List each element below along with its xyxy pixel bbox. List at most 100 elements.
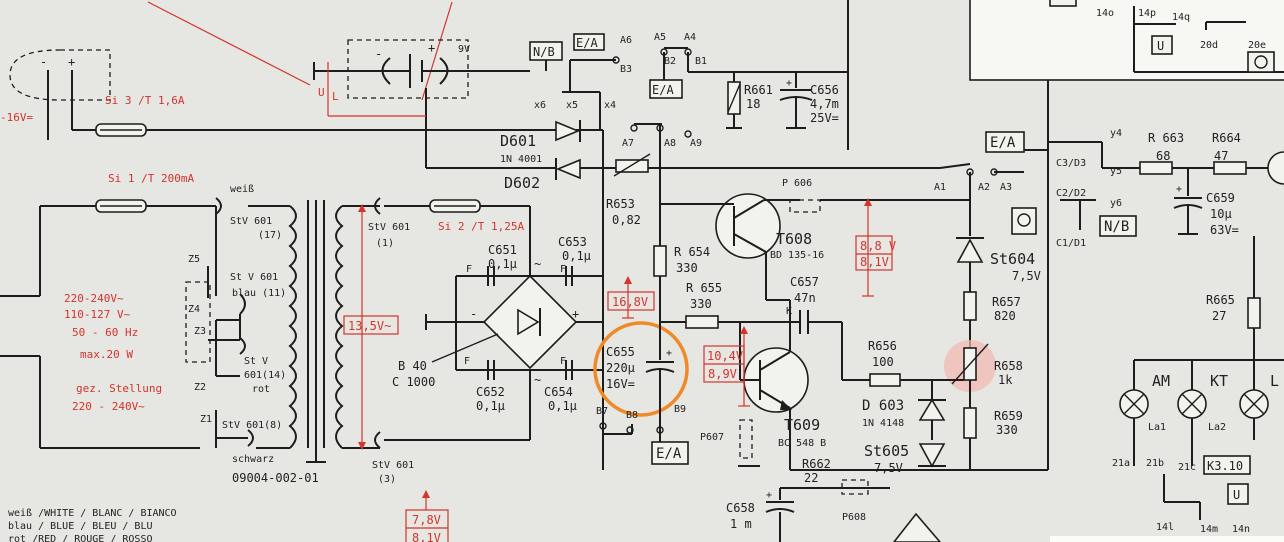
svg-text:B7: B7 <box>596 406 608 417</box>
svg-text:La2: La2 <box>1208 422 1226 433</box>
svg-text:schwarz: schwarz <box>232 454 274 465</box>
svg-text:P607: P607 <box>700 432 724 443</box>
bottom-annotations: 7,8V 8,1V <box>405 490 449 542</box>
svg-text:A4: A4 <box>684 32 696 43</box>
label-16-8v: 16,8V <box>612 295 648 309</box>
svg-text:A2: A2 <box>978 182 990 193</box>
svg-text:+: + <box>766 490 772 501</box>
label-transformer: 09004-002-01 <box>232 471 319 485</box>
svg-text:BC 548 B: BC 548 B <box>778 438 826 449</box>
svg-text:C1/D1: C1/D1 <box>1056 238 1086 249</box>
svg-text:0,1µ: 0,1µ <box>476 399 505 413</box>
label-10-4v: 10,4V <box>707 349 743 363</box>
lamp-section: R665 27 AM KT L La1 La2 21a 21b 21c <box>1112 236 1284 535</box>
svg-text:C653: C653 <box>558 235 587 249</box>
svg-text:68: 68 <box>1156 149 1170 163</box>
svg-text:C658: C658 <box>726 501 755 515</box>
svg-text:+: + <box>428 41 435 55</box>
svg-text:y4: y4 <box>1110 128 1122 139</box>
svg-text:B3: B3 <box>620 64 632 75</box>
svg-text:La1: La1 <box>1148 422 1166 433</box>
svg-text:x5: x5 <box>566 100 578 111</box>
svg-text:220µ: 220µ <box>606 361 635 375</box>
rectifier-section: StV 601 (1) Si 2 /T 1,25A StV 601 (3) - … <box>368 197 603 485</box>
svg-text:max.20 W: max.20 W <box>80 348 133 361</box>
svg-text:Z1: Z1 <box>200 414 212 425</box>
label-si3: Si 3 /T 1,6A <box>105 94 185 107</box>
svg-text:C659: C659 <box>1206 191 1235 205</box>
svg-text:330: 330 <box>676 261 698 275</box>
svg-text:x4: x4 <box>604 100 616 111</box>
highlight-circle <box>593 321 689 417</box>
svg-text:F: F <box>560 356 566 367</box>
capacitor-c655: + C655 220µ 16V= <box>593 321 689 430</box>
svg-text:A1: A1 <box>934 182 946 193</box>
svg-text:8,1V: 8,1V <box>412 531 441 542</box>
bridge-rectifier-b40: - + ~ ~ <box>470 257 579 387</box>
svg-text:F: F <box>464 356 470 367</box>
svg-text:+: + <box>786 78 792 89</box>
label-d601: D601 <box>500 132 536 150</box>
label-b40: B 40 <box>398 359 427 373</box>
svg-text:47: 47 <box>1214 149 1228 163</box>
legend-red: rot /RED / ROUGE / ROSSO <box>8 534 153 542</box>
svg-text:y5: y5 <box>1110 166 1122 177</box>
svg-text:C654: C654 <box>544 385 573 399</box>
svg-text:y6: y6 <box>1110 198 1122 209</box>
svg-text:22: 22 <box>804 471 818 485</box>
label-t608: T608 <box>776 230 812 248</box>
top-right-module: 14o 14p 14q U 20d 20e <box>969 0 1284 81</box>
svg-text:C652: C652 <box>476 385 505 399</box>
svg-text:27: 27 <box>1212 309 1226 323</box>
label-st605: St605 <box>864 442 909 460</box>
svg-text:63V=: 63V= <box>1210 223 1239 237</box>
svg-text:R653: R653 <box>606 197 635 211</box>
fuse-si3 <box>72 123 603 137</box>
label-9v: 9V <box>458 44 470 55</box>
svg-text:+: + <box>1176 184 1182 195</box>
diodes-d601-d602: D601 1N 4001 D602 A7 A8 A9 R653 0,82 <box>426 120 940 470</box>
svg-text:St V 601: St V 601 <box>230 272 278 283</box>
svg-text:-: - <box>40 55 47 69</box>
svg-text:L: L <box>332 90 339 103</box>
svg-text:18: 18 <box>746 97 760 111</box>
svg-text:50 - 60 Hz: 50 - 60 Hz <box>72 326 138 339</box>
label-t609: T609 <box>784 416 820 434</box>
label-d603: D 603 <box>862 398 904 414</box>
svg-text:U: U <box>1157 39 1164 53</box>
svg-text:14q: 14q <box>1172 12 1190 23</box>
svg-text:8,1V: 8,1V <box>860 255 889 269</box>
svg-text:Z4: Z4 <box>188 304 200 315</box>
label-neg16v: -16V= <box>0 111 33 124</box>
legend-blue: blau / BLUE / BLEU / BLU <box>8 521 153 532</box>
svg-text:(1): (1) <box>376 238 394 249</box>
svg-text:R664: R664 <box>1212 131 1241 145</box>
svg-text:220 - 240V~: 220 - 240V~ <box>72 400 145 413</box>
lamp-la2-icon <box>1177 360 1207 466</box>
svg-text:P 606: P 606 <box>782 178 812 189</box>
svg-text:14m: 14m <box>1200 524 1218 535</box>
svg-text:14o: 14o <box>1096 8 1114 19</box>
lamp-la1-icon <box>1119 360 1149 466</box>
svg-text:rot: rot <box>252 384 270 395</box>
svg-text:A6: A6 <box>620 35 632 46</box>
svg-text:StV 601: StV 601 <box>230 216 272 227</box>
svg-text:100: 100 <box>872 355 894 369</box>
svg-text:C3/D3: C3/D3 <box>1056 158 1086 169</box>
svg-text:B2: B2 <box>664 56 676 67</box>
svg-text:~: ~ <box>534 373 541 387</box>
svg-text:B8: B8 <box>626 410 638 421</box>
svg-text:Z5: Z5 <box>188 254 200 265</box>
transistor-t608: T608 BD 135-16 P 606 8,8 V 8,1V <box>660 178 970 300</box>
switch-b7-b9: B7 B8 B9 E/A <box>596 404 689 465</box>
svg-text:1k: 1k <box>998 373 1013 387</box>
label-si1: Si 1 /T 200mA <box>108 172 194 185</box>
label-am: AM <box>1152 372 1170 390</box>
svg-text:0,1µ: 0,1µ <box>548 399 577 413</box>
label-st604: St604 <box>990 250 1035 268</box>
svg-text:E/A: E/A <box>656 446 682 462</box>
svg-text:E/A: E/A <box>576 36 598 50</box>
svg-text:F: F <box>560 264 566 275</box>
svg-text:A7: A7 <box>622 138 634 149</box>
